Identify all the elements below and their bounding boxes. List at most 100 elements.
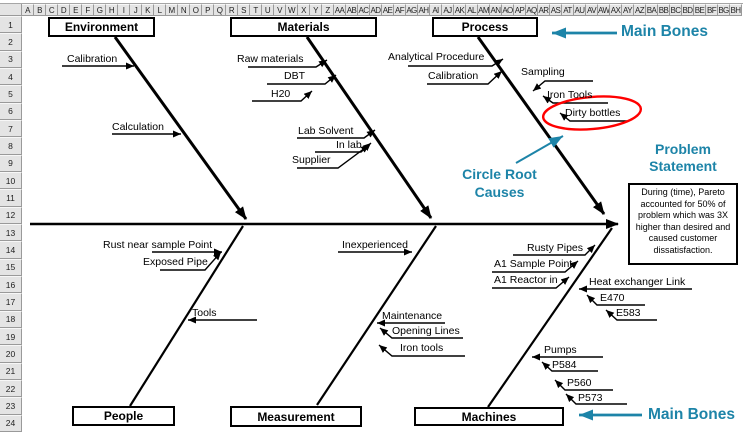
row-header-cell[interactable]: 15	[0, 258, 22, 276]
column-header-cell[interactable]: W	[286, 4, 298, 16]
row-header-cell[interactable]: 2	[0, 33, 22, 51]
row-header-cell[interactable]: 12	[0, 206, 22, 224]
column-header-cell[interactable]: AH	[418, 4, 430, 16]
row-header-cell[interactable]: 8	[0, 137, 22, 155]
column-header-cell[interactable]: AX	[610, 4, 622, 16]
row-header-cell[interactable]: 3	[0, 50, 22, 68]
column-header-cell[interactable]: AN	[490, 4, 502, 16]
cause-label-mach-a1-sample: A1 Sample Point	[494, 258, 573, 270]
column-header-cell[interactable]: V	[274, 4, 286, 16]
column-header-cell[interactable]: AD	[370, 4, 382, 16]
column-header-cell[interactable]: B	[34, 4, 46, 16]
mach-e583-arrow	[605, 309, 657, 321]
cause-label-mach-pumps: Pumps	[544, 344, 577, 356]
column-header-cell[interactable]: O	[190, 4, 202, 16]
column-header-cell[interactable]: AL	[466, 4, 478, 16]
column-header-cell[interactable]: L	[154, 4, 166, 16]
row-header-cell[interactable]: 7	[0, 119, 22, 138]
row-header-cell[interactable]: 23	[0, 397, 22, 415]
column-header-cell[interactable]: AT	[562, 4, 574, 16]
row-header-cell[interactable]: 18	[0, 310, 22, 328]
column-header-cell[interactable]: BH	[730, 4, 742, 16]
row-header-cell[interactable]: 9	[0, 154, 22, 172]
column-header-cell[interactable]: S	[238, 4, 250, 16]
column-header-cell[interactable]: T	[250, 4, 262, 16]
column-header-cell[interactable]: AF	[394, 4, 406, 16]
column-header-cell[interactable]: AO	[502, 4, 514, 16]
row-header-cell[interactable]: 21	[0, 362, 22, 380]
cause-label-meas-maintenance: Maintenance	[382, 310, 443, 322]
column-header-cell[interactable]: P	[202, 4, 214, 16]
column-header-cell[interactable]: AJ	[442, 4, 454, 16]
root-cause-circle	[541, 95, 643, 131]
row-header-cell[interactable]: 24	[0, 414, 22, 432]
row-header-cell[interactable]: 11	[0, 189, 22, 207]
row-header-cell[interactable]: 20	[0, 345, 22, 363]
column-header-cell[interactable]: Y	[310, 4, 322, 16]
row-header-cell[interactable]: 13	[0, 223, 22, 242]
row-header-cell[interactable]: 10	[0, 171, 22, 190]
column-header-cell[interactable]: BF	[706, 4, 718, 16]
column-header-cell[interactable]: M	[166, 4, 178, 16]
column-header-cell[interactable]: AC	[358, 4, 370, 16]
column-header-cell[interactable]: AV	[586, 4, 598, 16]
column-header-cell[interactable]: U	[262, 4, 274, 16]
column-header-cell[interactable]: AG	[406, 4, 418, 16]
column-header-cell[interactable]: AI	[430, 4, 442, 16]
column-header-cell[interactable]: H	[106, 4, 118, 16]
column-header-cell[interactable]: AS	[550, 4, 562, 16]
column-header-cell[interactable]: I	[118, 4, 130, 16]
column-header-cell[interactable]: AB	[346, 4, 358, 16]
column-header-cell[interactable]: F	[82, 4, 94, 16]
row-header-cell[interactable]: 16	[0, 275, 22, 294]
column-header-cell[interactable]: BA	[646, 4, 658, 16]
column-header-cell[interactable]: BG	[718, 4, 730, 16]
category-box-environment: Environment	[48, 17, 155, 37]
cause-label-mat-h20: H20	[271, 88, 291, 100]
select-all-corner[interactable]	[0, 4, 22, 16]
column-header-cell[interactable]: J	[130, 4, 142, 16]
column-header-cell[interactable]: BB	[658, 4, 670, 16]
row-header-cell[interactable]: 6	[0, 102, 22, 120]
column-header-cell[interactable]: D	[58, 4, 70, 16]
column-header-cell[interactable]: Z	[322, 4, 334, 16]
measurement-bone	[316, 225, 437, 406]
column-header-cell[interactable]: X	[298, 4, 310, 16]
column-header-cell[interactable]: G	[94, 4, 106, 16]
column-header-cell[interactable]: AQ	[526, 4, 538, 16]
column-header-cell[interactable]: A	[22, 4, 34, 16]
column-header-cell[interactable]: AU	[574, 4, 586, 16]
column-header-cell[interactable]: AP	[514, 4, 526, 16]
column-header-cell[interactable]: AA	[334, 4, 346, 16]
row-header-cell[interactable]: 1	[0, 16, 22, 34]
column-header-cell[interactable]: AW	[598, 4, 610, 16]
column-header-cell[interactable]: AM	[478, 4, 490, 16]
column-header-cell[interactable]: BC	[670, 4, 682, 16]
row-header-cell[interactable]: 5	[0, 85, 22, 103]
row-header-cell[interactable]: 4	[0, 67, 22, 86]
row-header-cell[interactable]: 17	[0, 293, 22, 311]
row-header-cell[interactable]: 19	[0, 327, 22, 346]
mat-supplier-arrow	[297, 144, 370, 169]
cause-label-mat-lab-solvent: Lab Solvent	[298, 125, 354, 137]
column-header-cell[interactable]: C	[46, 4, 58, 16]
column-header-cell[interactable]: R	[226, 4, 238, 16]
column-header-cell[interactable]: AR	[538, 4, 550, 16]
mach-a1-sample-arrow	[492, 260, 579, 273]
column-header-cell[interactable]: E	[70, 4, 82, 16]
column-header-cell[interactable]: BE	[694, 4, 706, 16]
row-header-cell[interactable]: 14	[0, 241, 22, 259]
column-header-cell[interactable]: K	[142, 4, 154, 16]
circle-root-causes-arrow	[515, 135, 564, 164]
column-header-cell[interactable]: AK	[454, 4, 466, 16]
column-header-cell[interactable]: N	[178, 4, 190, 16]
cause-label-meas-iron-tools: Iron tools	[400, 342, 444, 354]
column-header-cell[interactable]: AY	[622, 4, 634, 16]
column-header-cell[interactable]: AZ	[634, 4, 646, 16]
row-header-cell[interactable]: 22	[0, 379, 22, 398]
column-header-cell[interactable]: BD	[682, 4, 694, 16]
column-header-cell[interactable]: AE	[382, 4, 394, 16]
column-header-cell[interactable]: Q	[214, 4, 226, 16]
